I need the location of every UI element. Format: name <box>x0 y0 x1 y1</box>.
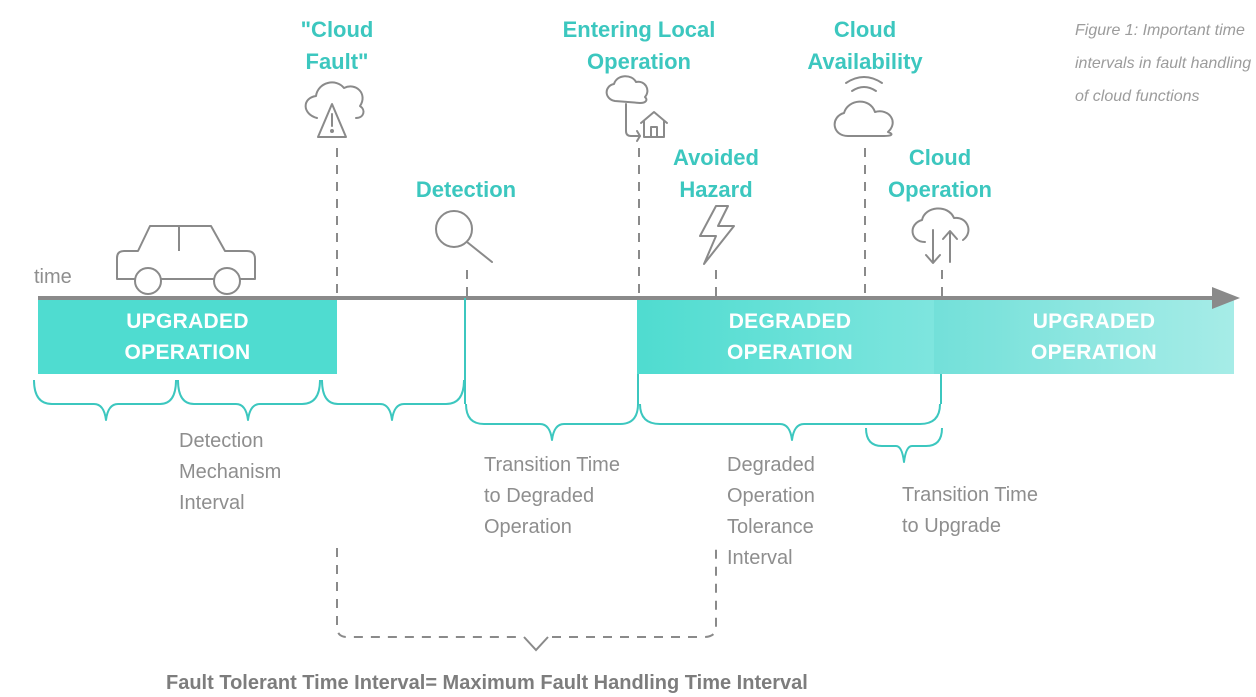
event-label-cloud-operation: Cloud Operation <box>888 145 992 202</box>
lightning-icon <box>699 205 735 265</box>
degraded-operation-band <box>637 300 934 374</box>
car-icon <box>116 225 256 295</box>
brace-interval-3 <box>321 379 465 421</box>
interval-label-degraded-tolerance: Degraded Operation Tolerance Interval <box>727 454 815 569</box>
event-label-entering-local-operation: Entering Local Operation <box>562 17 716 74</box>
magnifier-icon <box>435 210 493 263</box>
figure-caption: Figure 1: Important time intervals in fa… <box>1075 22 1252 105</box>
brace-interval-1 <box>33 379 177 421</box>
brace-transition-degraded <box>465 403 639 441</box>
phase-label-upgraded-1: UPGRADED OPERATION <box>124 310 251 364</box>
interval-label-transition-degraded: Transition Time to Degraded Operation <box>484 454 620 538</box>
event-label-avoided-hazard: Avoided Hazard <box>673 145 759 202</box>
event-markers <box>336 148 943 298</box>
time-axis-label: time <box>34 266 72 288</box>
cloud-sync-icon <box>911 207 970 264</box>
upgraded-operation-band-2 <box>934 300 1234 374</box>
event-label-cloud-availability: Cloud Availability <box>807 17 923 74</box>
ftti-bracket <box>336 548 717 638</box>
brace-degraded-tolerance <box>639 403 941 441</box>
event-label-detection: Detection <box>415 177 517 202</box>
ftti-bracket-apex <box>523 636 549 652</box>
ftti-label: Fault Tolerant Time Interval= Maximum Fa… <box>166 672 808 694</box>
phase-label-upgraded-2: UPGRADED OPERATION <box>1031 310 1157 364</box>
cloud-warning-icon <box>304 81 365 138</box>
phase-label-degraded: DEGRADED OPERATION <box>727 310 853 364</box>
interval-label-transition-upgrade: Transition Time to Upgrade <box>902 484 1038 537</box>
cloud-home-icon <box>605 75 668 142</box>
cloud-wifi-icon <box>833 76 894 137</box>
brace-transition-upgrade <box>865 427 943 463</box>
time-axis <box>38 287 1240 309</box>
event-label-cloud-fault: "Cloud Fault" <box>300 17 374 74</box>
upgraded-operation-band-1 <box>38 300 337 374</box>
brace-detection-mechanism <box>177 379 321 421</box>
interval-label-detection-mechanism: Detection Mechanism Interval <box>179 430 282 514</box>
